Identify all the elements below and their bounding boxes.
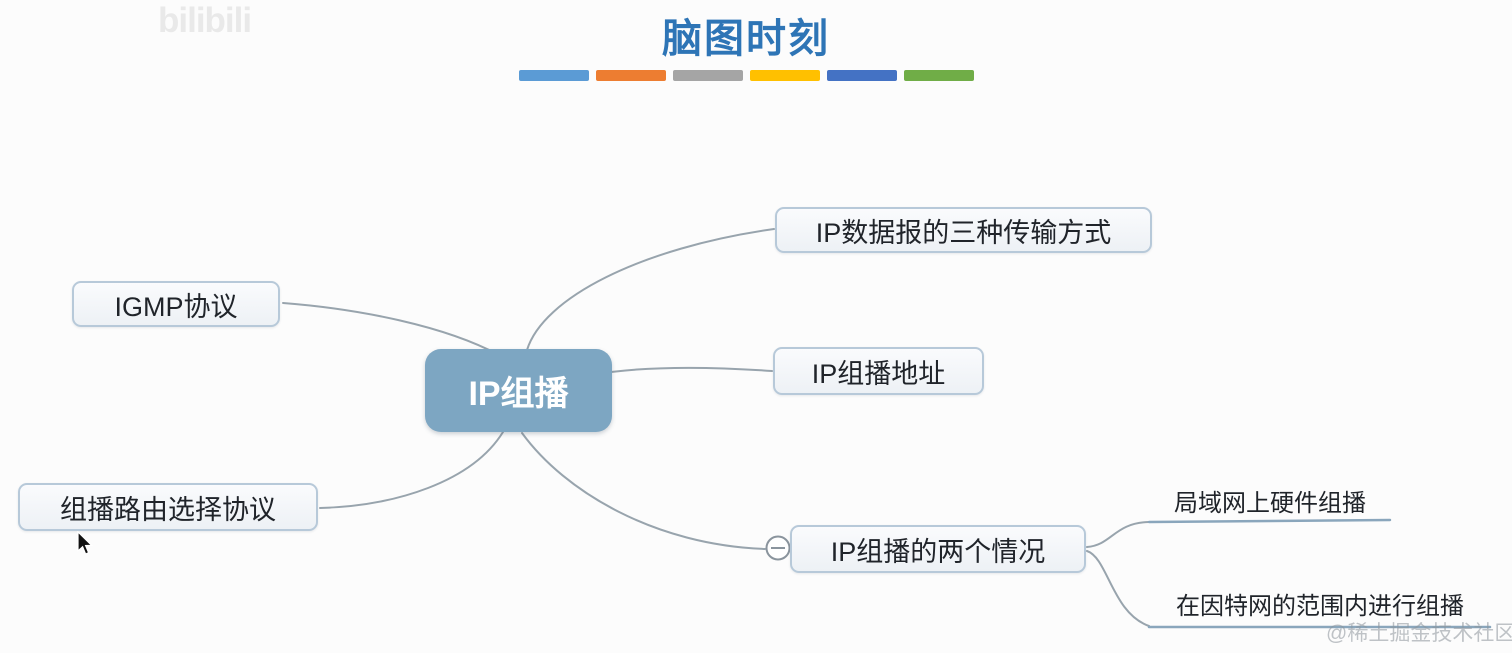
- node-ip-datagram-transmission-modes[interactable]: IP数据报的三种传输方式: [775, 207, 1152, 253]
- subnode-multicast-within-internet[interactable]: 在因特网的范围内进行组播: [1176, 593, 1464, 620]
- node-two-cases-of-ip-multicast[interactable]: IP组播的两个情况: [790, 525, 1086, 573]
- decor-bar: [673, 70, 743, 81]
- edge-root-igmp: [282, 302, 500, 356]
- decor-bars: [519, 70, 974, 81]
- decor-bar: [827, 70, 897, 81]
- edge-root-twocases: [521, 432, 766, 550]
- node-multicast-routing-protocol[interactable]: 组播路由选择协议: [18, 483, 318, 531]
- node-ip-multicast-address[interactable]: IP组播地址: [773, 347, 984, 395]
- edge-twocases-internet: [1086, 550, 1150, 627]
- page-title: 脑图时刻: [662, 16, 830, 61]
- node-root-ip-multicast[interactable]: IP组播: [425, 349, 612, 432]
- edge-root-address: [610, 366, 773, 373]
- juejin-watermark: @稀土掘金技术社区: [1326, 622, 1512, 645]
- edge-root-datagram: [526, 228, 775, 351]
- decor-bar: [596, 70, 666, 81]
- edge-root-routing: [319, 431, 504, 509]
- sub-node-underline-lan: [1147, 518, 1392, 524]
- subnode-lan-hardware-multicast[interactable]: 局域网上硬件组播: [1174, 490, 1366, 517]
- collapse-toggle-minus-icon[interactable]: [765, 535, 791, 561]
- mouse-cursor-icon: [77, 531, 94, 555]
- bilibili-watermark: bilibili: [158, 1, 252, 40]
- decor-bar: [904, 70, 974, 81]
- decor-bar: [750, 70, 820, 81]
- edge-twocases-lan: [1086, 521, 1150, 548]
- decor-bar: [519, 70, 589, 81]
- node-igmp-protocol[interactable]: IGMP协议: [72, 281, 280, 327]
